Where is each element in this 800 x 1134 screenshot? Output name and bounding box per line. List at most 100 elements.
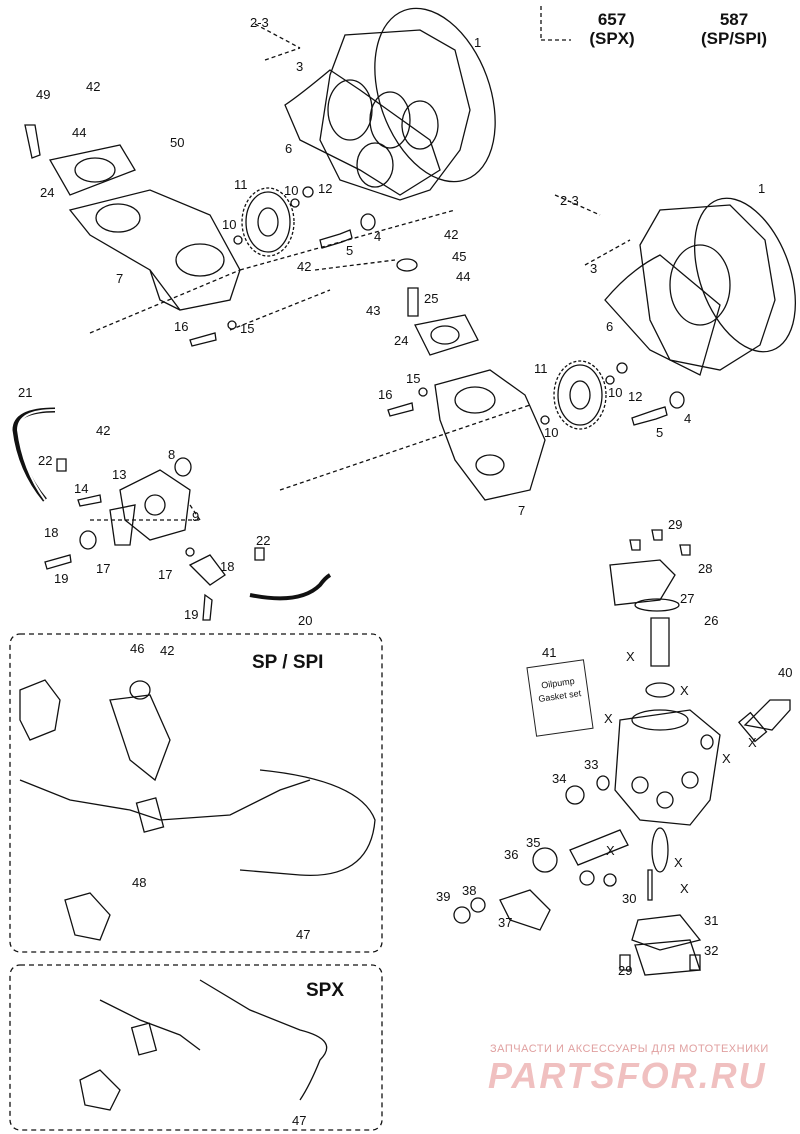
callout-20: 20	[298, 613, 313, 628]
callout-36: 36	[504, 847, 519, 862]
callout-22-b: 22	[256, 533, 271, 548]
section-title-spx: SPX	[306, 980, 345, 1001]
header-587: 587 (SP/SPI)	[678, 10, 790, 48]
callout-47-a: 47	[296, 927, 311, 942]
gasket-kit-label: Oilpump Gasket set	[526, 659, 594, 737]
callout-24-b: 24	[394, 333, 409, 348]
rotary-valve-cover-587	[640, 184, 800, 370]
callout-34: 34	[552, 771, 567, 786]
watermark-brand: PARTSFOR.RU	[488, 1055, 767, 1096]
spx-section-frame	[10, 965, 382, 1130]
callout-19-a: 19	[54, 571, 69, 586]
washer-17	[80, 531, 96, 549]
callout-13: 13	[112, 467, 127, 482]
sp-spi-section-frame	[10, 634, 382, 952]
callout-4-b: 4	[684, 411, 692, 426]
callout-40: 40	[778, 665, 793, 680]
callout-2-3-a: 2-3	[250, 15, 269, 30]
intake-manifold-657	[70, 190, 240, 310]
callout-44-a: 44	[72, 125, 87, 140]
callout-1-a: 1	[474, 35, 482, 50]
cover-28	[610, 560, 675, 605]
callout-1-b: 1	[758, 181, 766, 196]
callout-33: 33	[584, 757, 599, 772]
callout-29-a: 29	[668, 517, 683, 532]
screw-19-left	[45, 555, 71, 569]
callout-24-a: 24	[40, 185, 55, 200]
callout-14: 14	[74, 481, 89, 496]
callout-5-a: 5	[346, 243, 354, 258]
throttle-cable-spx	[80, 980, 327, 1110]
callout-17-a: 17	[96, 561, 111, 576]
callout-15-b: 15	[406, 371, 421, 386]
callout-43: 43	[366, 303, 381, 318]
callout-10-c: 10	[608, 385, 623, 400]
callout-6-b: 6	[606, 319, 614, 334]
callout-26: 26	[704, 613, 719, 628]
gasket-6-left	[285, 70, 440, 195]
oring-27	[635, 599, 679, 611]
callout-22-a: 22	[38, 453, 53, 468]
lever-18b	[190, 555, 225, 585]
mark-x-7: X	[680, 881, 689, 896]
callout-9: 9	[192, 509, 200, 524]
bolt-14	[78, 495, 101, 506]
callout-50: 50	[170, 135, 185, 150]
o-ring-large	[353, 0, 518, 198]
callout-21: 21	[18, 385, 33, 400]
mark-x-2: X	[680, 683, 689, 698]
plunger-26	[651, 618, 669, 666]
callout-38: 38	[462, 883, 477, 898]
throttle-linkage-sp-spi	[20, 680, 375, 940]
callout-19-b: 19	[184, 607, 199, 622]
screw-16-left	[190, 333, 216, 346]
oil-pump-body-right	[615, 710, 720, 825]
callout-49: 49	[36, 87, 51, 102]
callout-41: 41	[542, 645, 557, 660]
callout-44-b: 44	[456, 269, 471, 284]
washer-38	[471, 898, 485, 912]
callout-2-3-b: 2-3	[560, 193, 579, 208]
stud-49	[25, 125, 40, 158]
clamp-22b	[255, 548, 264, 560]
callout-5-b: 5	[656, 425, 664, 440]
intake-manifold-587	[435, 370, 545, 500]
drive-gear	[652, 828, 668, 872]
callout-3-a: 3	[296, 59, 304, 74]
callout-37: 37	[498, 915, 513, 930]
section-title-sp-spi: SP / SPI	[252, 652, 324, 673]
pin-30	[648, 870, 652, 900]
callout-39: 39	[436, 889, 451, 904]
mark-x-4: X	[748, 735, 757, 750]
gasket-24-right	[415, 315, 478, 355]
callout-32: 32	[704, 943, 719, 958]
gasket-31	[632, 915, 700, 950]
gear-35	[533, 848, 557, 872]
callout-10-a: 10	[284, 183, 299, 198]
callout-42-d: 42	[96, 423, 111, 438]
callout-3-b: 3	[590, 261, 598, 276]
gasket-6-right	[605, 255, 720, 375]
mark-x-5: X	[606, 843, 615, 858]
screw-19-right	[203, 595, 212, 620]
fitting-45	[397, 259, 417, 271]
callout-28: 28	[698, 561, 713, 576]
oring-8	[175, 458, 191, 476]
callout-17-b: 17	[158, 567, 173, 582]
callout-4-a: 4	[374, 229, 382, 244]
callout-11-a: 11	[234, 177, 248, 192]
header-657-variant: (SPX)	[589, 29, 635, 48]
callout-42-b: 42	[297, 259, 312, 274]
lever-37	[500, 890, 550, 930]
o-ring-large-right	[675, 184, 800, 365]
mark-x-1: X	[626, 649, 635, 664]
rotary-valve-gear-right	[554, 361, 606, 429]
shaft-assembly	[570, 830, 628, 865]
gasket-24-left	[50, 145, 135, 195]
callout-29-b: 29	[618, 963, 633, 978]
callout-27: 27	[680, 591, 695, 606]
oil-line-20	[250, 575, 330, 598]
callout-46: 46	[130, 641, 145, 656]
header-587-model: 587	[719, 10, 749, 29]
clamp-22	[57, 459, 66, 471]
